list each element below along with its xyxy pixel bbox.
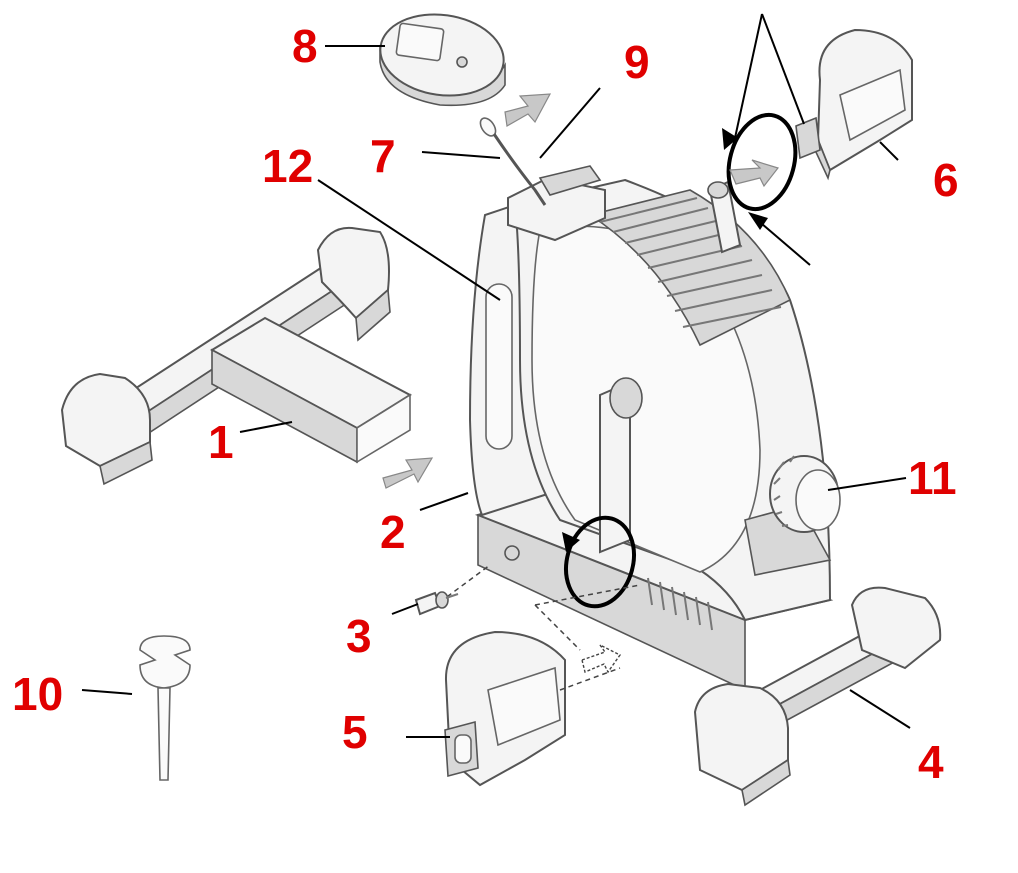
callout-4: 4 [918, 736, 944, 788]
assembly-arrow-icon [729, 159, 780, 188]
thumb-screw-drawing [414, 591, 459, 616]
rear-stabilizer-drawing [60, 226, 413, 486]
assembly-arrow-icon [581, 644, 622, 674]
callout-7: 7 [370, 130, 396, 182]
callout-10: 10 [12, 668, 63, 720]
assembly-arrow-icon [382, 457, 434, 489]
sensor-cable-drawing [479, 117, 547, 206]
callout-8: 8 [292, 20, 318, 72]
callout-9: 9 [624, 36, 650, 88]
wrench-tool-drawing [139, 635, 191, 781]
callout-labels: 8 9 7 12 6 1 11 2 3 10 5 4 [12, 20, 959, 788]
callout-3: 3 [346, 610, 372, 662]
callout-5: 5 [342, 706, 368, 758]
callout-6: 6 [933, 154, 959, 206]
console-drawing [379, 13, 506, 107]
front-stabilizer-drawing [693, 586, 942, 807]
leader-lines [81, 13, 911, 738]
callout-11: 11 [908, 452, 957, 504]
circular-arrow-icon [562, 515, 636, 609]
right-pedal-drawing [795, 28, 913, 181]
tension-knob-drawing [744, 455, 841, 576]
left-pedal-drawing [444, 630, 566, 787]
callout-1: 1 [208, 416, 234, 468]
assembly-arrow-icon [504, 93, 552, 127]
callout-2: 2 [380, 506, 406, 558]
callout-12: 12 [262, 140, 313, 192]
main-housing-drawing [468, 165, 834, 692]
